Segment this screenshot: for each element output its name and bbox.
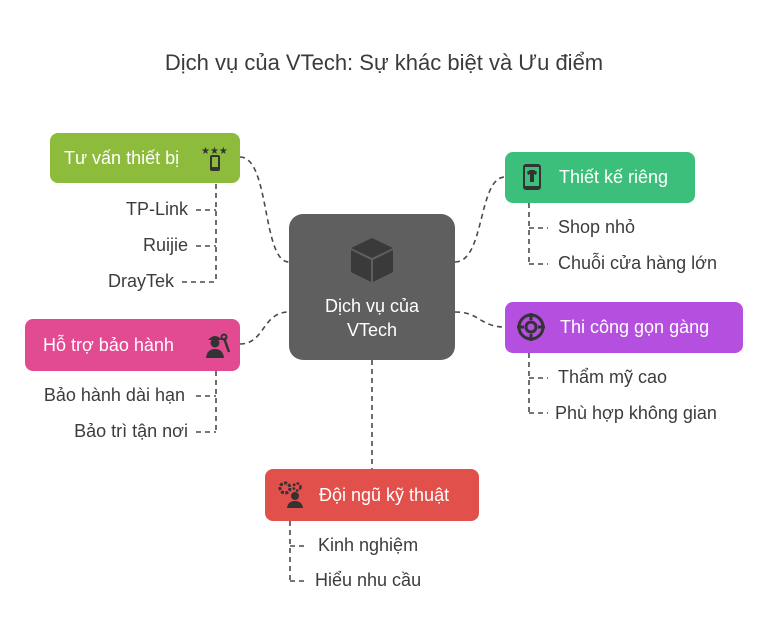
leaf-item: Chuỗi cửa hàng lớn [558,253,717,273]
leaf-item: Phù hợp không gian [555,403,717,423]
leaf-item: DrayTek [107,271,174,291]
center-label: Dịch vụ của VTech [324,296,420,340]
diagram-title: Dịch vụ của VTech: Sự khác biệt và Ưu đi… [164,50,604,75]
leaf-item: Hiểu nhu cầu [315,570,422,590]
leaf-item: Thẩm mỹ cao [558,367,668,387]
branch-label: Thiết kế riêng [559,167,669,187]
branch-doi-ngu-ky-thuat: Đội ngũ kỹ thuật [265,469,479,521]
leaf-item: TP-Link [125,199,188,219]
branch-label: Hỗ trợ bảo hành [43,334,174,355]
branch-ho-tro-bao-hanh: Hỗ trợ bảo hành [25,319,240,371]
target-icon [517,313,545,341]
branch-tu-van-thiet-bi: Tư vấn thiết bị ★★★ [50,133,240,183]
leaf-item: Bảo trì tận nơi [74,421,188,441]
branch-label: Đội ngũ kỹ thuật [319,484,450,505]
phone-rating-icon: ★★★ [201,146,228,171]
branch-thi-cong-gon-gang: Thi công gọn gàng [505,302,743,353]
branch-thiet-ke-rieng: Thiết kế riêng [505,152,695,203]
branch-label: Thi công gọn gàng [560,317,710,337]
leaf-item: Shop nhỏ [558,217,636,237]
svg-text:★★★: ★★★ [201,146,228,157]
cube-icon [351,238,393,282]
leaf-item: Kinh nghiệm [318,535,419,555]
leaf-item: Ruijie [142,235,188,255]
gears-person-icon [278,481,303,508]
leaf-item: Bảo hành dài hạn [43,385,185,405]
branch-label: Tư vấn thiết bị [64,147,180,168]
center-node: Dịch vụ của VTech [289,214,455,360]
technician-icon [206,333,231,358]
phone-shirt-icon [523,164,541,190]
